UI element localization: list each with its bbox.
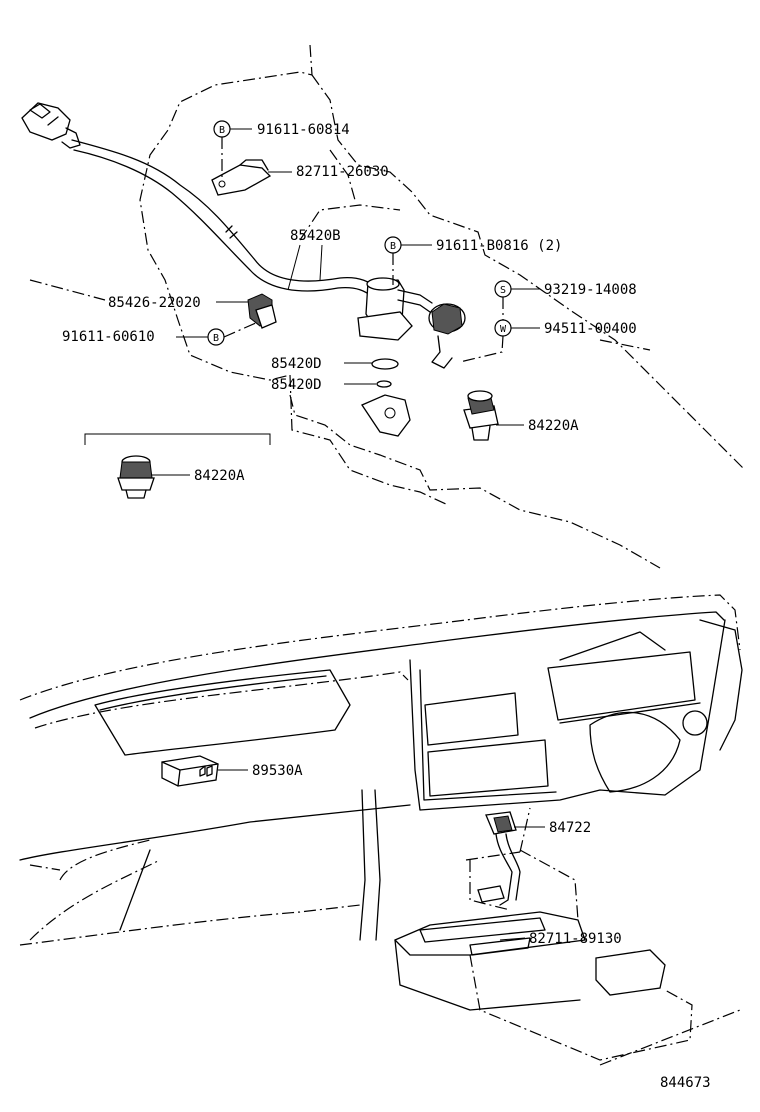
label-84220A-left: 84220A [194, 468, 245, 484]
diagram-number: 844673 [660, 1075, 711, 1091]
bolt-symbol: B [384, 236, 402, 254]
svg-text:W: W [500, 324, 507, 335]
leader-82711-89130 [499, 937, 526, 941]
oil-pressure-switch-right-icon [463, 390, 499, 441]
label-93219-14008: 93219-14008 [544, 282, 637, 298]
label-89530A: 89530A [252, 763, 303, 779]
bracket-icon [247, 293, 277, 329]
stoplamp-switch-icon [477, 811, 521, 906]
reference-line-left [29, 279, 106, 301]
engine-compartment-outline [139, 44, 746, 569]
svg-text:B: B [213, 333, 219, 344]
bolt-symbol: B [213, 120, 231, 138]
upper-callouts: B 91611-60814 82711-26030 85420B B 91611… [62, 120, 637, 484]
label-82711-26030: 82711-26030 [296, 164, 389, 180]
control-module-icon [161, 755, 219, 787]
washer-symbol: W [494, 319, 512, 337]
label-85420B: 85420B [290, 228, 341, 244]
svg-text:B: B [390, 241, 396, 252]
clamp-icon [211, 159, 272, 196]
label-94511-00400: 94511-00400 [544, 321, 637, 337]
label-84220A-right: 84220A [528, 418, 579, 434]
label-85426-22020: 85426-22020 [108, 295, 201, 311]
oil-pressure-switch-left-icon [117, 455, 155, 499]
screw-symbol: S [494, 280, 512, 298]
label-91611-60814: 91611-60814 [257, 122, 350, 138]
label-85420D-upper: 85420D [271, 356, 322, 372]
bolt-symbol: B [207, 328, 225, 346]
instrument-panel-outline [19, 594, 743, 1066]
harness-connector-icon [21, 102, 81, 149]
svg-text:S: S [500, 285, 506, 296]
label-91611-60610: 91611-60610 [62, 329, 155, 345]
label-91611-B0816: 91611-B0816 (2) [436, 238, 562, 254]
gasket-small-icon [376, 380, 392, 388]
wire-harness [21, 102, 466, 369]
svg-text:B: B [219, 125, 225, 136]
label-85420D-lower: 85420D [271, 377, 322, 393]
variant-bracket-line [84, 433, 271, 445]
gasket-icon [371, 358, 399, 370]
label-82711-89130: 82711-89130 [529, 931, 622, 947]
sensor-body-icon [357, 277, 466, 369]
label-84722: 84722 [549, 820, 591, 836]
